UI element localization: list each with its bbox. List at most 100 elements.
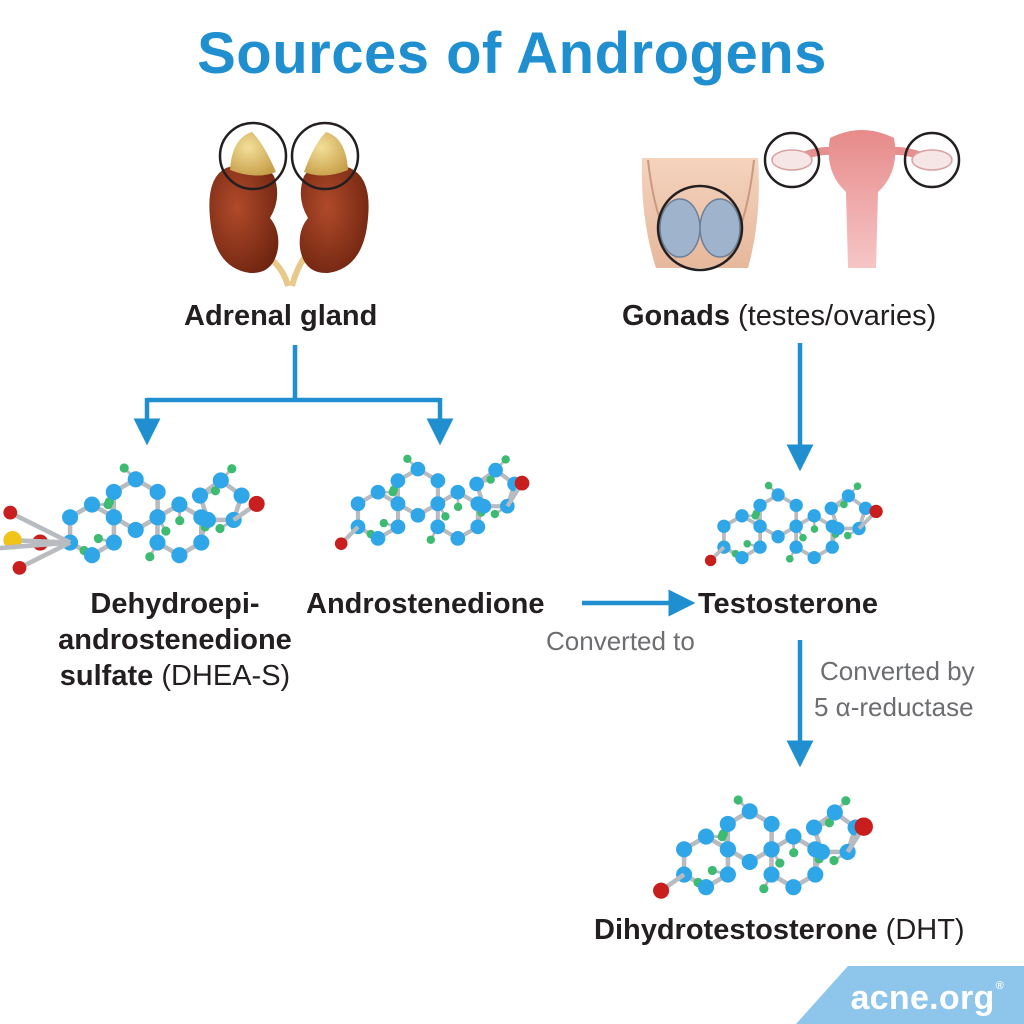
hydrogen-atom xyxy=(829,855,839,866)
carbon-atom xyxy=(719,866,736,883)
hydrogen-atom xyxy=(379,518,388,528)
dht-label: Dihydrotestosterone (DHT) xyxy=(594,914,965,946)
hydrogen-atom xyxy=(145,552,155,562)
carbon-atom xyxy=(370,484,386,500)
carbon-atom xyxy=(127,471,144,488)
hydrogen-atom xyxy=(775,858,785,868)
hydrogen-atom xyxy=(210,486,221,496)
brand-corner: acne.org® xyxy=(796,966,1024,1024)
carbon-atom xyxy=(717,519,731,533)
oxygen-atom xyxy=(869,504,883,519)
carbon-atom xyxy=(83,496,101,513)
hydrogen-atom xyxy=(785,555,794,563)
hydrogen-atom xyxy=(215,523,225,534)
carbon-atom xyxy=(824,501,838,515)
adrenal-gland-label: Adrenal gland xyxy=(184,300,378,332)
carbon-atom xyxy=(807,866,824,883)
carbon-atom xyxy=(785,879,802,896)
carbon-atom xyxy=(83,547,101,564)
carbon-atom xyxy=(826,804,843,821)
carbon-atom xyxy=(149,509,166,526)
carbon-atom xyxy=(763,815,780,832)
carbon-atom xyxy=(450,531,466,546)
carbon-atom xyxy=(753,540,767,554)
carbon-atom xyxy=(193,534,210,551)
carbon-atom xyxy=(771,488,785,502)
ovaries-illustration xyxy=(763,130,961,268)
hydrogen-atom xyxy=(840,500,848,509)
oxygen-atom xyxy=(334,537,348,550)
carbon-atom xyxy=(469,476,484,492)
adrenal-gland-illustration xyxy=(209,121,369,287)
carbon-atom xyxy=(825,540,839,554)
hydrogen-atom xyxy=(799,533,807,542)
hydrogen-atom xyxy=(161,526,171,536)
hydrogen-atom xyxy=(733,795,743,805)
converted-by-note-line2: 5 α-reductase xyxy=(814,692,974,722)
androstenedione-molecule xyxy=(334,454,530,550)
oxygen-atom xyxy=(12,560,27,575)
hydrogen-atom xyxy=(175,516,185,526)
testes-illustration xyxy=(641,158,759,272)
testosterone-molecule xyxy=(704,481,883,567)
carbon-atom xyxy=(370,531,386,546)
hydrogen-atom xyxy=(843,531,852,540)
carbon-atom xyxy=(741,853,758,870)
hydrogen-atom xyxy=(93,533,103,544)
hydrogen-atom xyxy=(501,455,510,464)
carbon-atom xyxy=(841,489,856,503)
carbon-atom xyxy=(410,461,426,477)
carbon-atom xyxy=(488,462,503,478)
androstenedione-label: Androstenedione xyxy=(306,588,545,620)
hydrogen-atom xyxy=(227,464,237,474)
carbon-atom xyxy=(410,507,426,523)
dheas-molecule xyxy=(0,463,265,575)
carbon-atom xyxy=(753,498,767,512)
carbon-atom xyxy=(697,828,715,845)
brand-banner-shape xyxy=(796,966,1024,1024)
carbon-atom xyxy=(430,519,446,535)
hydrogen-atom xyxy=(490,509,500,519)
carbon-atom xyxy=(476,498,492,514)
carbon-atom xyxy=(763,841,780,858)
carbon-atom xyxy=(199,511,217,529)
hydrogen-atom xyxy=(486,475,495,484)
hydrogen-atom xyxy=(810,525,819,533)
carbon-atom xyxy=(390,496,406,512)
oxygen-atom xyxy=(3,505,18,520)
carbon-atom xyxy=(741,803,758,820)
carbon-atom xyxy=(171,547,188,564)
carbon-atom xyxy=(807,550,821,565)
carbon-atom xyxy=(233,487,250,504)
carbon-atom xyxy=(450,484,466,500)
hydrogen-atom xyxy=(119,463,129,473)
hydrogen-atom xyxy=(759,884,769,894)
carbon-atom xyxy=(105,509,122,526)
hydrogen-atom xyxy=(841,796,851,806)
dheas-label: Dehydroepi- androstenedione sulfate (DHE… xyxy=(40,586,310,694)
carbon-atom xyxy=(789,540,803,554)
dheas-label-line1: Dehydroepi- xyxy=(90,588,260,620)
converted-to-note: Converted to xyxy=(546,626,695,656)
carbon-atom xyxy=(470,519,486,535)
testosterone-label: Testosterone xyxy=(698,588,878,620)
carbon-atom xyxy=(697,879,715,896)
carbon-atom xyxy=(105,483,122,501)
hydrogen-atom xyxy=(426,535,435,544)
carbon-atom xyxy=(191,487,209,504)
carbon-atom xyxy=(430,496,446,512)
dheas-label-line2: androstenedione xyxy=(58,624,292,656)
oxygen-atom xyxy=(704,554,717,567)
carbon-atom xyxy=(127,521,144,538)
brand-logo: acne.org® xyxy=(850,979,1004,1017)
hydrogen-atom xyxy=(441,512,450,521)
carbon-atom xyxy=(807,509,821,523)
dheas-label-line3-bold: sulfate xyxy=(59,660,154,692)
carbon-atom xyxy=(858,501,873,515)
carbon-atom xyxy=(771,530,785,544)
hydrogen-atom xyxy=(743,539,752,548)
dheas-label-line3-rest: (DHEA-S) xyxy=(161,660,291,692)
oxygen-atom xyxy=(248,495,265,512)
